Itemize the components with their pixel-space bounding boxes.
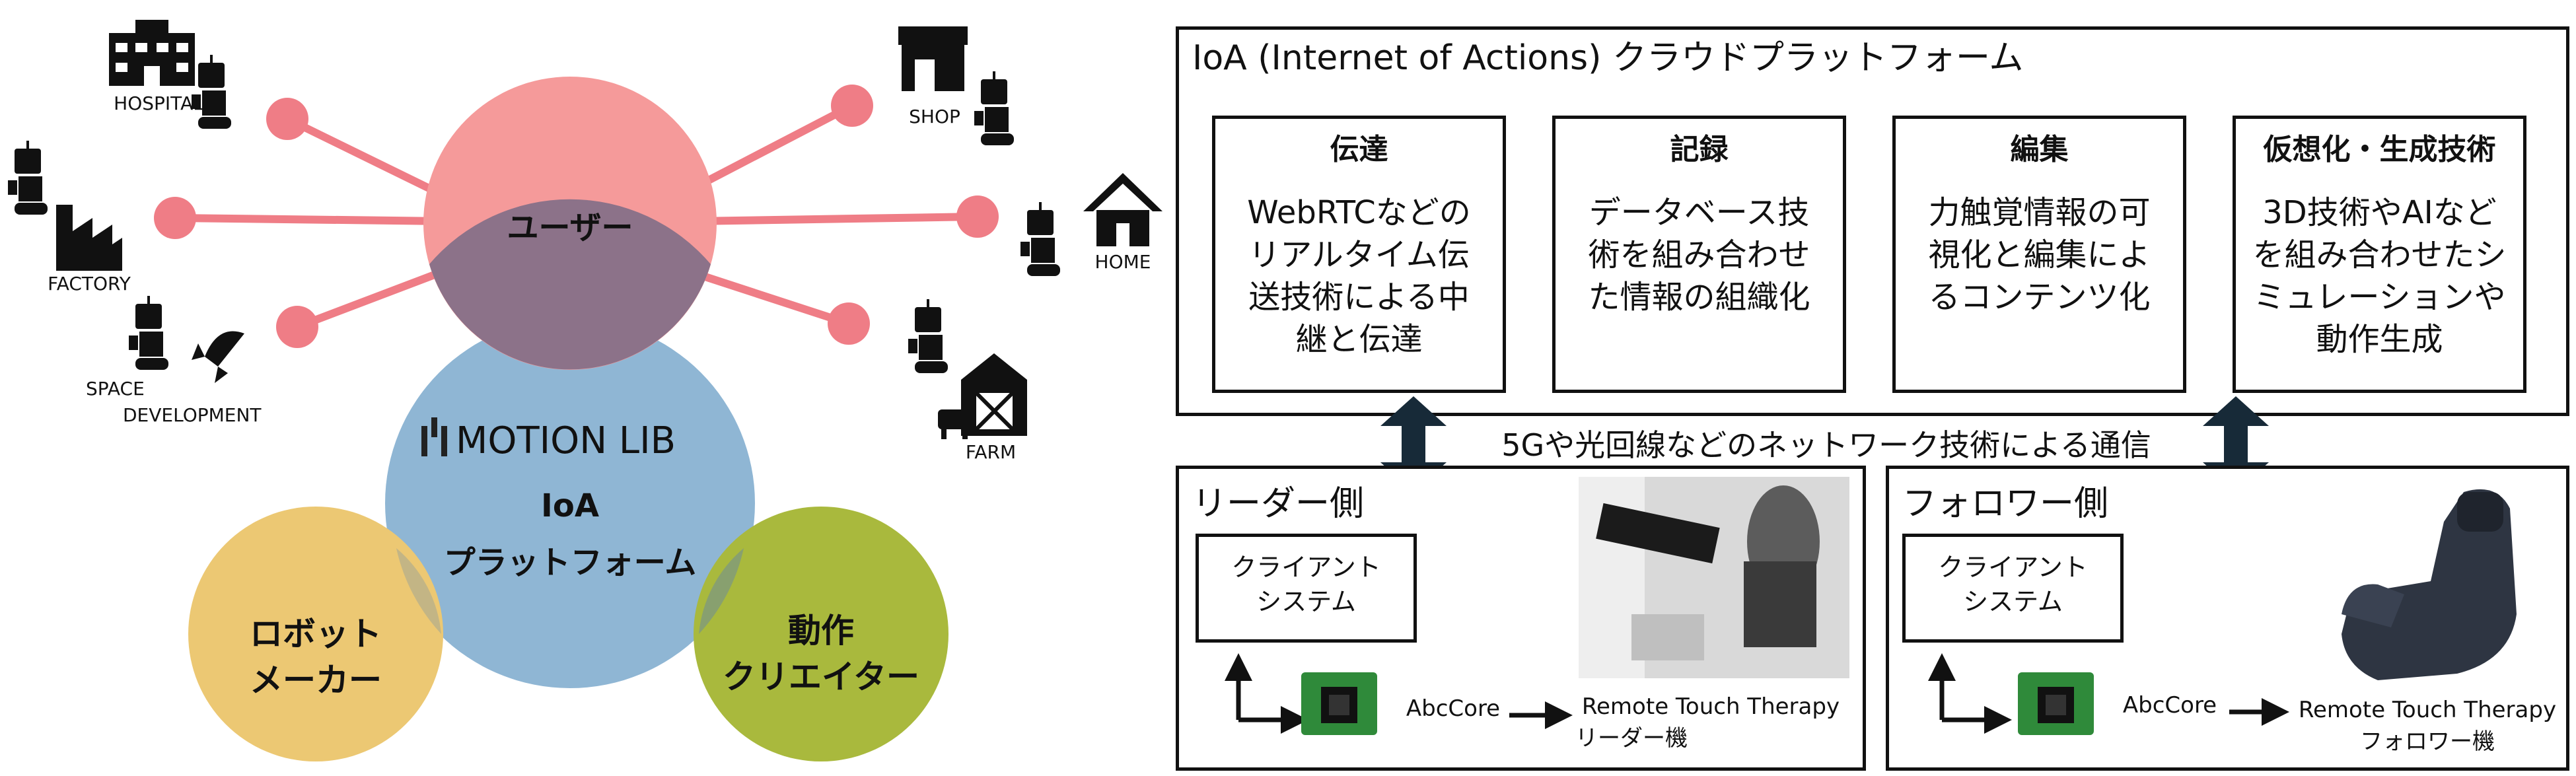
platform-label: プラットフォーム	[443, 544, 697, 581]
node-farm	[828, 302, 870, 345]
home-label: HOME	[1094, 251, 1151, 273]
factory-label: FACTORY	[48, 273, 131, 295]
card-record-body: データベース技 術を組み合わせ た情報の組織化	[1588, 194, 1810, 316]
card-record: 記録 データベース技 術を組み合わせ た情報の組織化	[1552, 116, 1846, 393]
leader-client-box: クライアント システム	[1196, 534, 1417, 643]
card-transmission-body: WebRTCなどの リアルタイム伝 送技術による中 継と伝達	[1247, 194, 1471, 358]
node-home	[956, 195, 999, 238]
hospital-icon	[109, 20, 195, 86]
robot-icon-farm	[908, 299, 948, 373]
robot-maker-label-2: メーカー	[250, 661, 382, 699]
spoke-hospital	[283, 115, 453, 202]
space-label-2: DEVELOPMENT	[123, 404, 262, 426]
venn-graphic	[8, 20, 1163, 761]
leader-device-label-2: リーダー機	[1575, 725, 1688, 752]
node-hospital	[266, 98, 308, 140]
motion-lib-label: MOTION LIB	[456, 419, 676, 462]
rocket-icon	[192, 331, 244, 383]
shop-icon	[898, 26, 968, 91]
card-edit-body: 力触覚情報の可 視化と編集によ るコンテンツ化	[1928, 194, 2151, 316]
leader-device-label-1: Remote Touch Therapy	[1581, 693, 1840, 720]
robot-icon-shop	[974, 71, 1014, 145]
robot-icon-hospital	[192, 55, 231, 129]
follower-abccore-label: AbcCore	[2122, 692, 2217, 719]
card-record-title: 記録	[1670, 133, 1729, 166]
leader-title: リーダー側	[1192, 484, 1365, 524]
network-label: 5Gや光回線などのネットワーク技術による通信	[1501, 427, 2151, 463]
overlap-user-platform	[429, 199, 711, 370]
home-icon	[1083, 173, 1163, 246]
card-transmission: 伝達 WebRTCなどの リアルタイム伝 送技術による中 継と伝達	[1212, 116, 1506, 393]
creator-circle	[694, 507, 948, 761]
card-edit: 編集 力触覚情報の可 視化と編集によ るコンテンツ化	[1892, 116, 2186, 393]
farm-icon	[938, 353, 1027, 439]
cloud-platform-title: IoA (Internet of Actions) クラウドプラットフォーム	[1192, 38, 2024, 78]
robot-maker-circle	[188, 507, 443, 761]
card-edit-title: 編集	[2010, 133, 2069, 166]
user-label: ユーザー	[507, 209, 633, 246]
shop-label: SHOP	[909, 106, 960, 127]
creator-label-2: クリエイター	[723, 658, 919, 696]
node-space	[276, 306, 318, 348]
ioa-label: IoA	[541, 487, 599, 524]
card-transmission-title: 伝達	[1330, 133, 1388, 166]
follower-client-box: クライアント システム	[1902, 534, 2124, 643]
spoke-factory	[171, 214, 453, 225]
card-virtualization: 仮想化・生成技術 3D技術やAIなど を組み合わせたシ ミュレーションや 動作生…	[2233, 116, 2526, 393]
overlap-platform-robot	[396, 548, 441, 634]
card-virtualization-body: 3D技術やAIなど を組み合わせたシ ミュレーションや 動作生成	[2252, 194, 2507, 358]
follower-device-label-1: Remote Touch Therapy	[2298, 697, 2557, 723]
robot-maker-label-1: ロボット	[250, 615, 382, 653]
creator-label-1: 動作	[788, 612, 854, 650]
motion-lib-logo	[421, 417, 447, 456]
card-virtualization-title: 仮想化・生成技術	[2263, 133, 2496, 166]
leader-abccore-label: AbcCore	[1406, 695, 1501, 722]
robot-icon-factory	[8, 141, 48, 215]
factory-icon	[56, 205, 122, 271]
node-shop	[831, 85, 873, 127]
overlap-platform-creator	[699, 548, 744, 634]
node-factory	[154, 197, 196, 239]
robot-icon-home	[1020, 202, 1060, 276]
spoke-farm	[683, 267, 853, 328]
space-label-1: SPACE	[86, 378, 145, 400]
farm-label: FARM	[965, 441, 1017, 463]
follower-device-label-2: フォロワー機	[2360, 728, 2495, 755]
hospital-label: HOSPITAL	[114, 92, 203, 114]
platform-circle	[385, 318, 755, 688]
robot-icon-space	[129, 296, 168, 370]
follower-title: フォロワー側	[1902, 484, 2109, 524]
spoke-home	[690, 213, 982, 225]
spoke-shop	[683, 102, 856, 195]
